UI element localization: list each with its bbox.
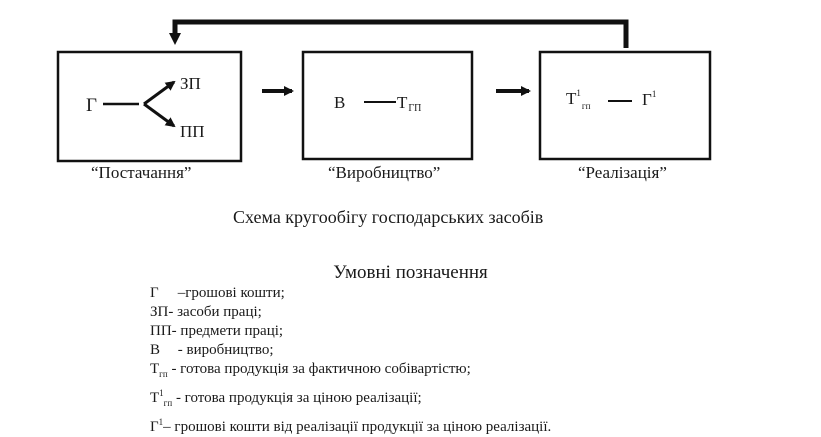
feedback-loop-arrowhead — [169, 33, 181, 45]
legend-list: Г –грошові кошти; ЗП- засоби праці; ПП- … — [150, 284, 551, 437]
scheme-title: Схема кругообігу господарських засобів — [233, 207, 544, 227]
legend-symbol-sup: 1 — [159, 388, 164, 398]
stage-box-production — [301, 50, 474, 161]
legend-symbol: ЗП — [150, 304, 169, 320]
legend-item-production: В - виробництво; — [150, 341, 551, 360]
legend-item-finished-goods-price: Т1гп - готова продукція за ціною реаліза… — [150, 384, 551, 413]
legend-text: - готова продукція за ціною реалізації; — [172, 390, 422, 406]
caption-production: “Виробництво” — [328, 163, 441, 182]
legend-text: –грошові кошти; — [174, 285, 285, 301]
realisation-right-symbol: Г1 — [642, 89, 656, 109]
stage-box-realisation — [538, 50, 712, 161]
legend-symbol: ПП — [150, 323, 172, 339]
legend-symbol: Г — [150, 285, 159, 301]
supply-output-labour-means: ЗП — [180, 74, 201, 93]
legend-text: - предмети праці; — [171, 323, 284, 339]
legend-item-sales-money: Г1– грошові кошти від реалізації продукц… — [150, 413, 551, 437]
branch-arrow-down — [143, 102, 176, 128]
legend-symbol-sub: гп — [159, 369, 168, 379]
legend-item-finished-goods-cost: Тгп - готова продукція за фактичною собі… — [150, 360, 551, 384]
legend-item-labour-objects: ПП- предмети праці; — [150, 322, 551, 341]
realisation-left-sub: гп — [582, 101, 591, 111]
legend-symbol: Т — [150, 361, 160, 377]
production-right-sub: ГП — [408, 103, 421, 114]
realisation-left-main: Т — [566, 89, 577, 108]
legend-text: – грошові кошти від реалізації продукції… — [163, 419, 552, 435]
legend-text: - засоби праці; — [168, 304, 262, 320]
caption-supply: “Постачання” — [91, 163, 192, 182]
feedback-loop-arrow — [172, 19, 629, 48]
caption-realisation: “Реалізація” — [578, 163, 667, 182]
supply-output-labour-objects: ПП — [180, 122, 205, 141]
production-right-symbol: ТГП — [397, 93, 421, 114]
legend-symbol-sup: 1 — [158, 417, 164, 427]
legend-symbol: В — [150, 342, 161, 358]
legend-symbol: Г — [150, 419, 159, 435]
legend-text: - готова продукція за фактичною собіварт… — [167, 361, 471, 377]
production-left-symbol: В — [334, 93, 345, 112]
realisation-right-sup: 1 — [652, 89, 657, 99]
branch-arrow-up — [143, 80, 176, 106]
legend-symbol: Т — [150, 390, 160, 406]
production-right-main: Т — [397, 93, 408, 112]
legend-text: - виробництво; — [174, 342, 274, 358]
legend-title: Умовні позначення — [333, 262, 488, 283]
legend-symbol-sub: гп — [163, 398, 173, 408]
legend-item-labour-means: ЗП- засоби праці; — [150, 303, 551, 322]
realisation-left-symbol: Т1гп — [566, 88, 591, 111]
realisation-right-main: Г — [642, 90, 652, 109]
realisation-left-sup: 1 — [576, 88, 581, 98]
supply-source-symbol: Г — [86, 95, 97, 116]
legend-item-money: Г –грошові кошти; — [150, 284, 551, 303]
